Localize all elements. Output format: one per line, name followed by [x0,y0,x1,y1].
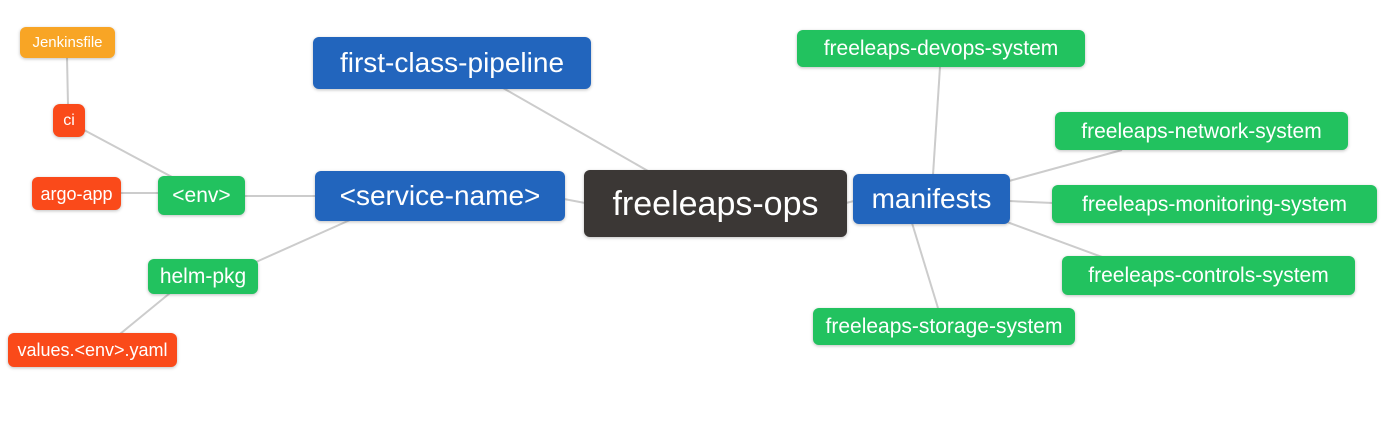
edge-helm-pkg-values-env-yaml [119,292,171,335]
node-freeleaps-storage-system-label: freeleaps-storage-system [825,315,1063,338]
node-freeleaps-controls-system-label: freeleaps-controls-system [1088,264,1329,287]
node-helm-pkg-label: helm-pkg [159,265,247,288]
node-env-label: <env> [172,184,231,207]
node-freeleaps-monitoring-system-label: freeleaps-monitoring-system [1082,192,1347,216]
node-manifests[interactable]: manifests [853,174,1010,224]
edge-manifests-controls-system [1006,221,1103,258]
edge-ci-env [83,129,173,178]
node-argo-app-label: argo-app [40,183,113,204]
node-argo-app[interactable]: argo-app [32,177,121,210]
node-jenkinsfile[interactable]: Jenkinsfile [20,27,115,58]
node-env[interactable]: <env> [158,176,245,215]
node-manifests-label: manifests [871,183,992,214]
edge-manifests-network-system [1008,149,1123,182]
node-service-name[interactable]: <service-name> [315,171,565,221]
node-freeleaps-controls-system[interactable]: freeleaps-controls-system [1062,256,1355,295]
edge-manifests-monitoring-system [1008,200,1054,204]
edge-first-class-pipeline-freeleaps-ops [502,87,649,172]
edge-service-name-freeleaps-ops [563,198,586,204]
node-freeleaps-devops-system[interactable]: freeleaps-devops-system [797,30,1085,67]
node-freeleaps-monitoring-system[interactable]: freeleaps-monitoring-system [1052,185,1377,223]
edge-service-name-helm-pkg [255,219,351,263]
edge-jenkinsfile-ci [66,56,69,106]
edge-manifests-devops-system [932,66,941,176]
node-first-class-pipeline-label: first-class-pipeline [339,47,565,78]
edge-manifests-storage-system [911,222,939,309]
node-values-env-yaml-label: values.<env>.yaml [17,340,168,360]
node-freeleaps-network-system-label: freeleaps-network-system [1081,119,1322,143]
edge-freeleaps-ops-manifests [845,200,855,204]
node-ci[interactable]: ci [53,104,85,137]
node-values-env-yaml[interactable]: values.<env>.yaml [8,333,177,367]
node-first-class-pipeline[interactable]: first-class-pipeline [313,37,591,89]
node-service-name-label: <service-name> [339,180,541,211]
node-freeleaps-ops-label: freeleaps-ops [612,184,819,223]
node-freeleaps-devops-system-label: freeleaps-devops-system [823,37,1059,60]
node-freeleaps-ops[interactable]: freeleaps-ops [584,170,847,237]
node-jenkinsfile-label: Jenkinsfile [32,34,103,51]
node-helm-pkg[interactable]: helm-pkg [148,259,258,294]
node-freeleaps-network-system[interactable]: freeleaps-network-system [1055,112,1348,150]
node-freeleaps-storage-system[interactable]: freeleaps-storage-system [813,308,1075,345]
node-ci-label: ci [63,111,75,129]
